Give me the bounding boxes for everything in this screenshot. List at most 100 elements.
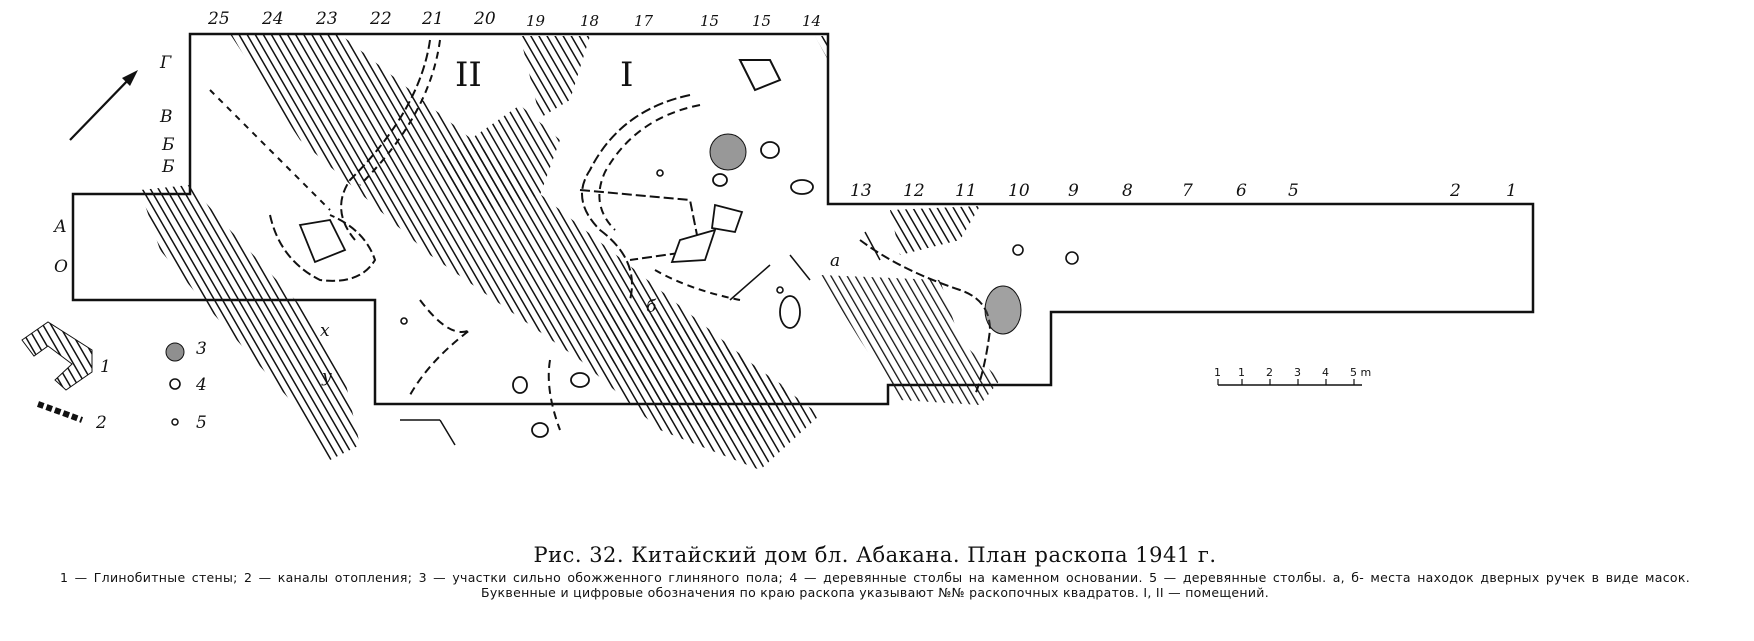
find-place-label: a [830,251,840,271]
square-label: 2 [1449,181,1461,201]
square-label: 20 [473,9,496,29]
burnt-floor-patches [709,133,1022,335]
burnt-floor-patch [984,285,1022,335]
clay-wall [890,206,980,255]
stone [712,173,728,187]
square-label: 13 [850,181,872,201]
clay-wall [520,36,590,118]
scale-tick-label: 1 [1238,366,1245,379]
square-letter: Б [161,157,175,177]
heating-channel [859,239,992,396]
square-letter: x [320,321,330,341]
legend-item-5: 5 [171,413,207,433]
north-arrow-icon [69,70,138,141]
heating-channel [269,214,377,282]
left-letter-labels: Г В Б Б А О [53,53,175,277]
legend-number: 5 [196,413,207,433]
square-letter: Г [159,53,172,73]
legend-number: 4 [195,375,207,395]
burnt-floor-patch [709,133,747,171]
square-label: 25 [207,9,230,29]
square-letter: y [321,367,332,387]
clay-wall [600,300,790,440]
post-on-stone [1012,244,1024,256]
heating-channel [598,104,701,231]
clay-walls [140,34,1000,470]
caption-legend-text: 1 — Глинобитные стены; 2 — каналы отопле… [60,570,1690,600]
post [400,317,408,325]
square-label: 18 [580,12,599,30]
legend-item-4: 4 [169,375,207,395]
stone [790,179,814,195]
scale-bar: 1 1 2 3 4 5 m [1214,366,1371,386]
post [656,169,664,177]
square-label: 11 [955,181,977,201]
scale-tick-label: 2 [1266,366,1273,379]
legend: 1 2 3 4 5 [21,321,207,433]
square-label: 6 [1236,181,1247,201]
square-label: 12 [903,181,925,201]
square-label: 10 [1008,181,1030,201]
right-square-labels: 13 12 11 10 9 8 7 6 5 2 1 [850,181,1517,201]
scale-tick-label: 1 [1214,366,1221,379]
stone [710,203,744,234]
scale-tick-label: 5 m [1350,366,1371,379]
stone [512,376,528,394]
stones [298,141,814,438]
heating-channel [547,359,561,431]
square-label: 19 [526,12,546,30]
square-letter: О [54,257,68,277]
legend-item-2: 2 [37,401,107,433]
legend-number: 3 [196,339,207,359]
clay-wall [815,36,828,60]
clay-wall [820,275,1000,405]
stone [779,295,801,329]
square-letter: Б [161,135,175,155]
square-label: 24 [261,9,284,29]
post-on-stone-swatch-icon [169,378,181,390]
room-label: II [455,55,482,95]
legend-item-1: 1 [21,321,111,391]
excavation-plan: 25 24 23 22 21 20 19 18 17 15 15 14 13 1… [21,9,1535,470]
clay-wall [140,185,360,460]
square-label: 15 [752,12,771,30]
heating-channel [579,189,702,261]
heating-channel [738,59,782,92]
posts [400,169,1079,325]
clay-wall-swatch-icon [21,321,93,391]
burnt-floor-swatch-icon [165,342,185,362]
post [776,286,784,294]
heating-channel [340,39,431,241]
find-place-label: б [646,297,657,317]
top-square-labels: 25 24 23 22 21 20 19 18 17 15 15 14 [207,9,821,30]
square-label: 8 [1122,181,1133,201]
square-label: 21 [421,9,444,29]
stone [298,219,347,264]
square-letter: В [159,107,173,127]
scale-tick-label: 3 [1294,366,1301,379]
square-letter: А [53,217,67,237]
legend-number: 2 [95,413,107,433]
clay-wall [440,105,560,215]
heating-channel [359,39,441,186]
heating-channel [209,89,331,211]
room-label: I [620,55,633,95]
square-label: 15 [700,12,719,30]
heating-channel [409,299,471,396]
heating-channel-swatch-icon [37,401,84,423]
stone [531,422,549,438]
post-on-stone [1065,251,1079,265]
square-label: 17 [634,12,654,30]
stone [670,228,717,263]
legend-number: 1 [100,357,111,377]
excavation-outline [71,32,1535,406]
caption-title: Рис. 32. Китайский дом бл. Абакана. План… [533,543,1217,567]
thin-lines [400,231,881,446]
heating-channel [581,94,691,301]
heating-channels [209,39,992,431]
stone [760,141,780,159]
stone [570,372,590,388]
square-label: 7 [1182,181,1193,201]
square-label: 23 [315,9,338,29]
square-label: 9 [1068,181,1079,201]
